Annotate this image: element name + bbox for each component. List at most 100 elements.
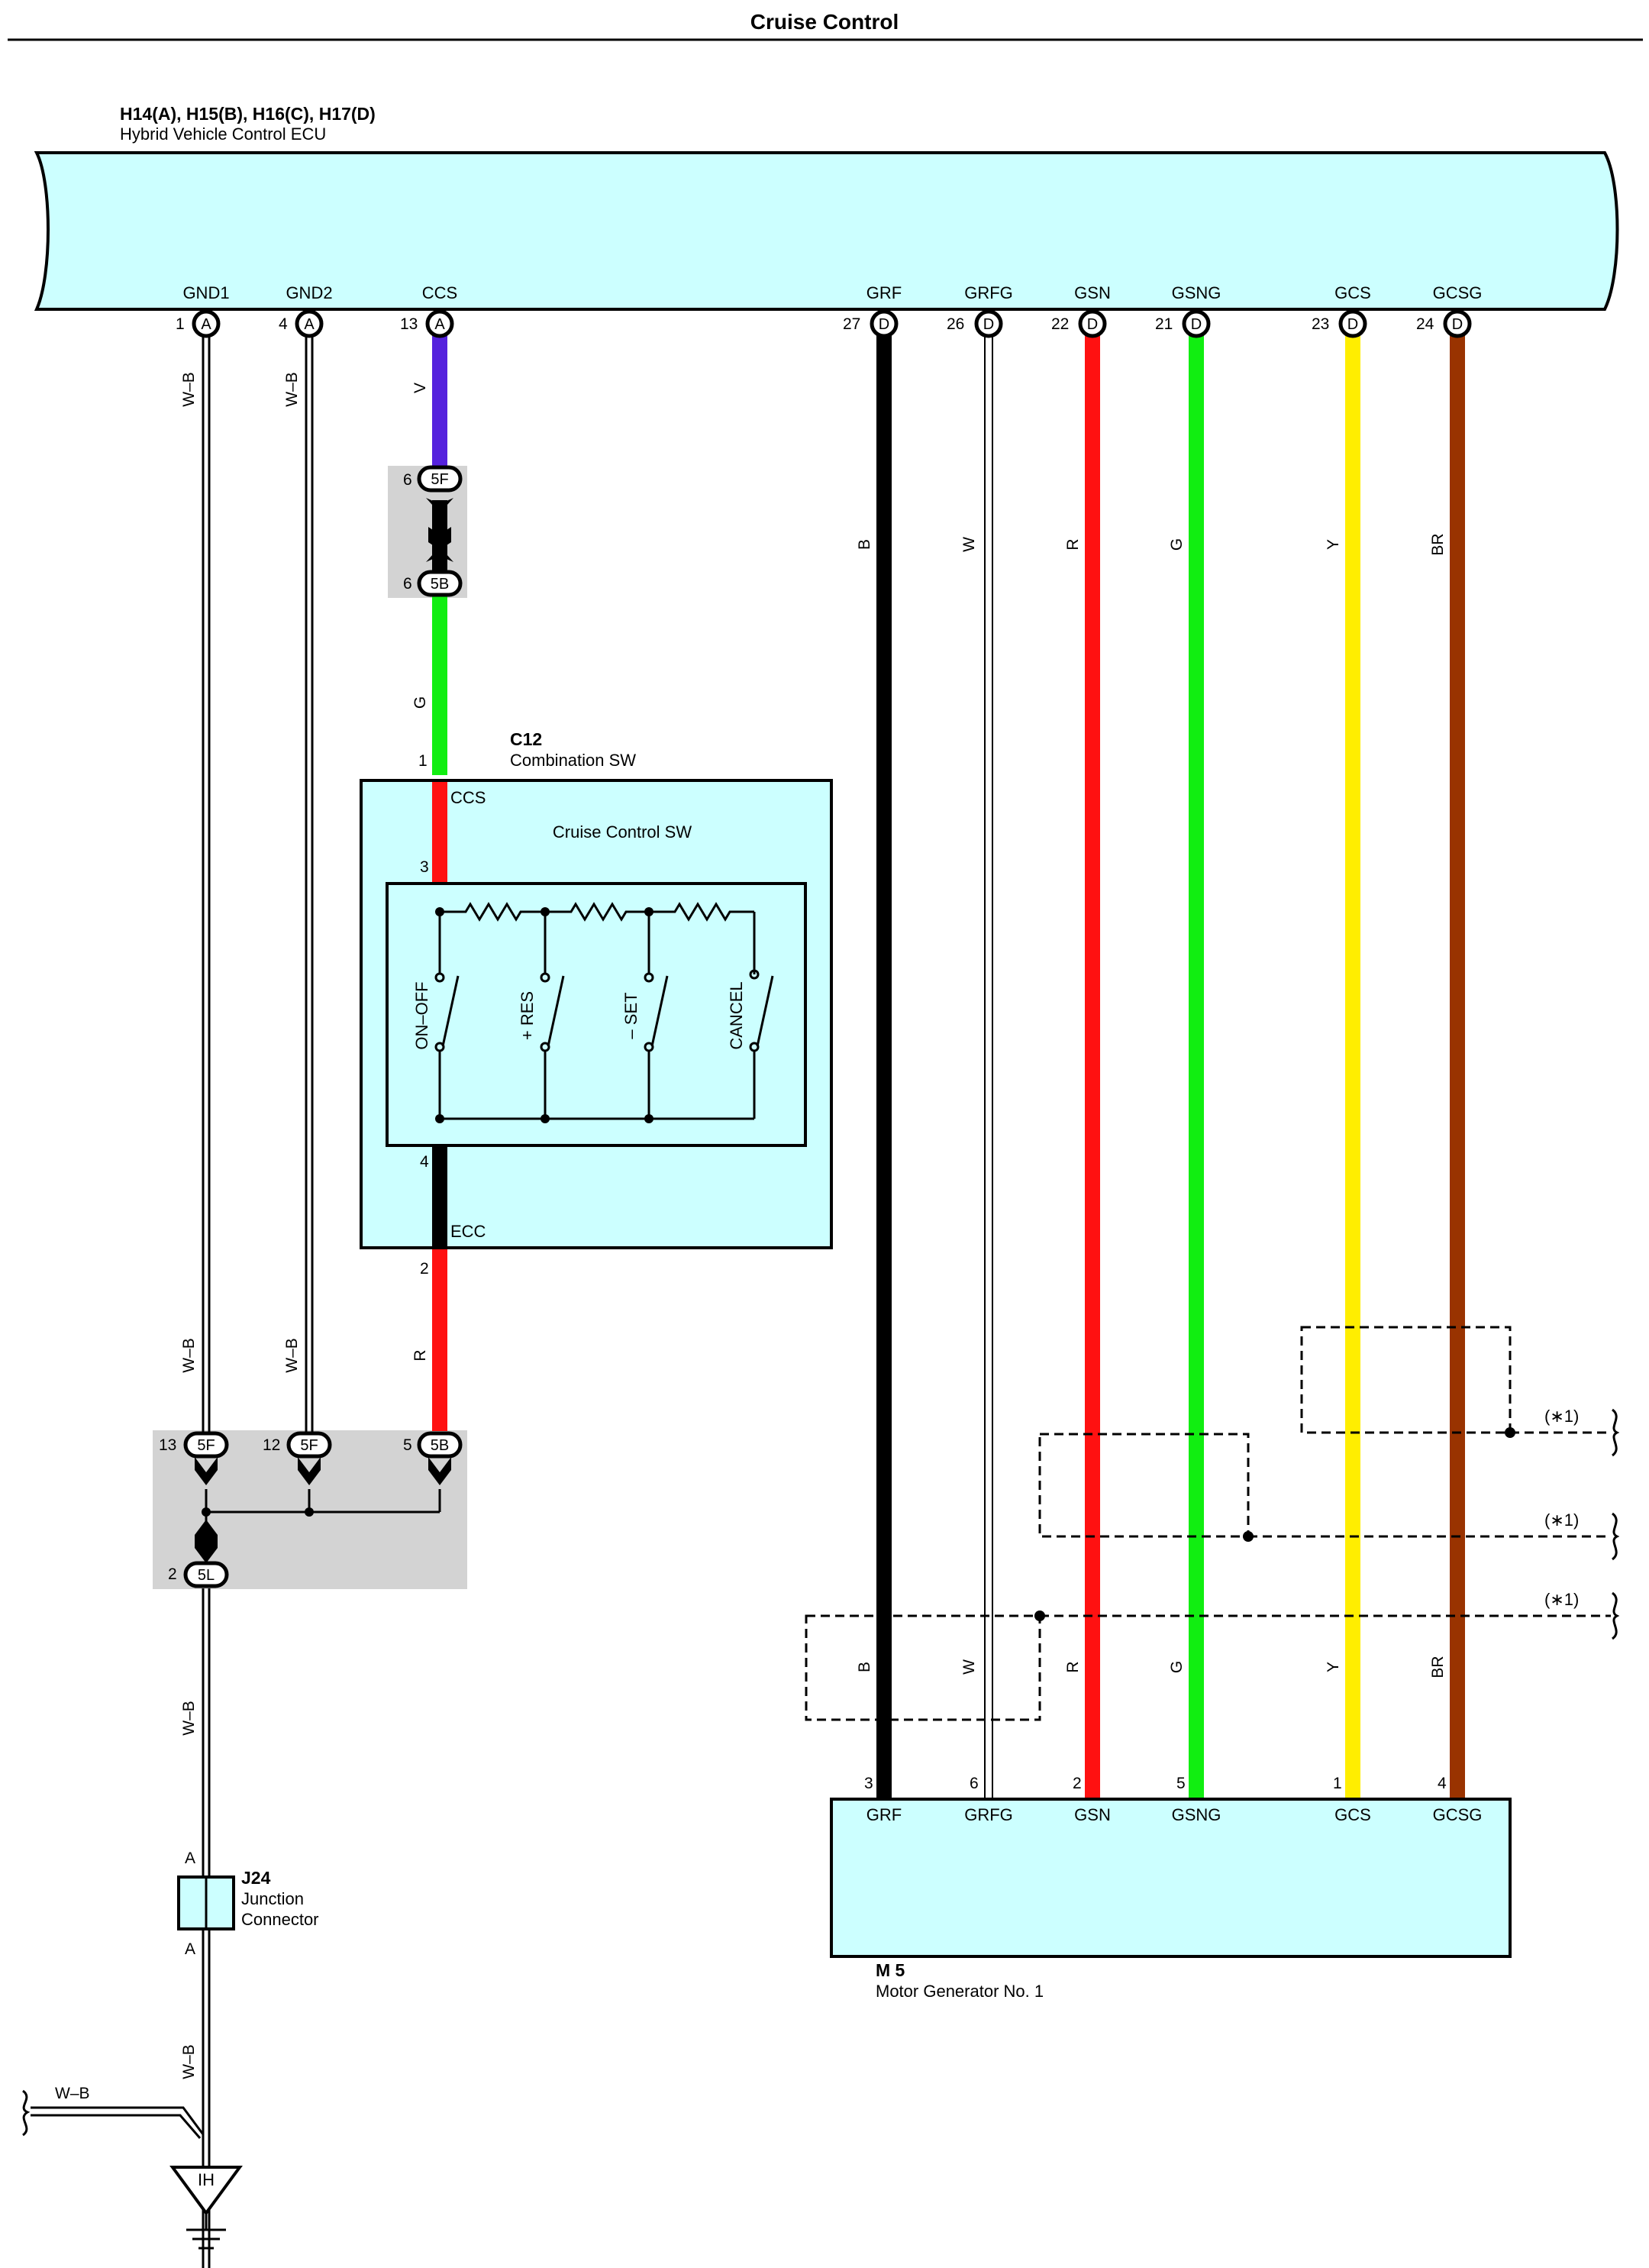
- wire-label-gnd2-mid: W–B: [283, 1338, 301, 1373]
- svg-text:5F: 5F: [431, 471, 448, 488]
- ecu-terminal-gsng: GSNG: [1172, 283, 1221, 302]
- ecu-pin-gsng: 21: [1155, 315, 1173, 333]
- shield-break-marks: [1611, 1408, 1620, 1640]
- svg-text:D: D: [983, 316, 994, 333]
- wire-label-ccs-red-lower: R: [411, 1349, 429, 1361]
- inline-pin-j4: 2: [168, 1565, 177, 1583]
- inline-connector-badge-c1: 5F: [417, 465, 463, 493]
- motor-gen-body: [830, 1798, 1512, 1958]
- mg-pin-grf: 3: [864, 1775, 873, 1792]
- mg-pin-gcsg: 4: [1438, 1775, 1447, 1792]
- switch-label-cancel: CANCEL: [727, 981, 746, 1049]
- switch-label-on-off: ON–OFF: [412, 981, 431, 1049]
- ecu-pin-grf: 27: [843, 315, 860, 333]
- mg-pin-gsn: 2: [1073, 1775, 1082, 1792]
- wire-label-gnd-lower1: W–B: [180, 1701, 198, 1736]
- svg-text:A: A: [434, 316, 445, 333]
- wire-gsn: [1085, 334, 1100, 1801]
- ecu-terminal-gnd1: GND1: [182, 283, 229, 302]
- wire-ccs-black-in-sw: [432, 1145, 447, 1246]
- wire-label-grfg-lower: W: [960, 1659, 978, 1675]
- mg-terminal-grf: GRF: [866, 1805, 902, 1824]
- shield-note-3: (∗1): [1544, 1590, 1579, 1609]
- combo-sw-term-ccs: CCS: [450, 788, 486, 807]
- svg-text:A: A: [304, 316, 315, 333]
- shield-dots: [1034, 1427, 1515, 1621]
- ground-icon: [169, 2166, 243, 2250]
- wire-ccs-violet: [432, 334, 447, 476]
- switch-label-set: – SET: [621, 992, 641, 1039]
- wire-label-gsng: G: [1168, 538, 1186, 551]
- ecu-connector-badge-gsng: D: [1182, 309, 1211, 338]
- inline-connector-badge-j1: 5F: [183, 1431, 229, 1459]
- svg-text:5F: 5F: [197, 1437, 215, 1454]
- ecu-name: Hybrid Vehicle Control ECU: [120, 124, 326, 144]
- ecu-terminal-ccs: CCS: [422, 283, 457, 302]
- mg-pin-grfg: 6: [970, 1775, 979, 1792]
- wire-label-grf: B: [856, 539, 873, 550]
- combo-sw-body: [360, 779, 833, 1249]
- ground-label: IH: [198, 2170, 215, 2189]
- inline-connector-badge-j4: 5L: [183, 1561, 229, 1588]
- ecu-pin-gcsg: 24: [1416, 315, 1434, 333]
- ecu-code: H14(A), H15(B), H16(C), H17(D): [120, 104, 376, 124]
- svg-text:D: D: [1347, 316, 1358, 333]
- motor-gen-code: M 5: [876, 1960, 905, 1980]
- ecu-connector-badge-grf: D: [870, 309, 899, 338]
- svg-text:5B: 5B: [431, 1437, 449, 1454]
- combo-sw-pin-1: 1: [418, 752, 428, 770]
- inline-connector-5f-5b: [426, 498, 453, 580]
- inline-connector-badge-c2: 5B: [417, 570, 463, 597]
- ecu-connector-badge-gcs: D: [1338, 309, 1367, 338]
- wire-label-grfg: W: [960, 537, 978, 552]
- wire-gnd2: [305, 334, 314, 1443]
- wire-label-gsn-lower: R: [1064, 1661, 1082, 1672]
- ecu-terminal-grf: GRF: [866, 283, 902, 302]
- inline-connector-badge-j3: 5B: [417, 1431, 463, 1459]
- motor-gen-name: Motor Generator No. 1: [876, 1982, 1044, 2001]
- ecu-body: [34, 151, 1619, 311]
- ecu-connector-badge-gsn: D: [1078, 309, 1107, 338]
- wire-label-gsng-lower: G: [1168, 1661, 1186, 1673]
- wire-label-gsn: R: [1064, 538, 1082, 550]
- shield-note-1: (∗1): [1544, 1407, 1579, 1426]
- junction-pin-top: A: [185, 1850, 195, 1867]
- svg-text:5B: 5B: [431, 576, 449, 593]
- wire-label-gcsg-lower: BR: [1429, 1656, 1447, 1678]
- wire-ground-branch: [21, 2089, 205, 2139]
- shields: [805, 1326, 1611, 1721]
- wire-gcsg: [1450, 334, 1465, 1801]
- wire-label-ground-branch: W–B: [55, 2085, 90, 2102]
- combo-sw-pin-3: 3: [420, 858, 429, 876]
- switch-label-res: + RES: [518, 991, 537, 1040]
- mg-terminal-grfg: GRFG: [964, 1805, 1013, 1824]
- inline-pin-j1: 13: [159, 1436, 176, 1454]
- wire-label-gcs: Y: [1325, 539, 1342, 550]
- wire-label-ccs-green: G: [411, 696, 429, 709]
- wire-label-gnd1-top: W–B: [180, 372, 198, 407]
- mg-terminal-gcs: GCS: [1334, 1805, 1371, 1824]
- svg-text:5F: 5F: [300, 1437, 318, 1454]
- cruise-sw-circuit: [434, 902, 774, 1120]
- ecu-terminal-gnd2: GND2: [286, 283, 332, 302]
- combo-sw-pin-4: 4: [420, 1153, 429, 1171]
- svg-text:A: A: [201, 316, 211, 333]
- combo-sw-code: C12: [510, 729, 542, 749]
- wire-label-gnd1-mid: W–B: [180, 1338, 198, 1373]
- wire-label-gnd2-top: W–B: [283, 372, 301, 407]
- svg-text:5L: 5L: [198, 1567, 215, 1584]
- inline-pin-j2: 12: [263, 1436, 280, 1454]
- junction-name-2: Connector: [241, 1910, 319, 1929]
- ecu-terminal-gsn: GSN: [1074, 283, 1111, 302]
- svg-text:D: D: [1452, 316, 1463, 333]
- ecu-pin-gsn: 22: [1051, 315, 1069, 333]
- inline-pin-c1: 6: [403, 471, 412, 489]
- mg-terminal-gsng: GSNG: [1172, 1805, 1221, 1824]
- inline-pin-j3: 5: [403, 1436, 412, 1454]
- ecu-terminal-gcsg: GCSG: [1433, 283, 1483, 302]
- ecu-connector-badge-ccs: A: [425, 309, 454, 338]
- inline-pin-c2: 6: [403, 575, 412, 593]
- junction-arrows: [195, 1457, 451, 1563]
- combo-sw-term-ecc: ECC: [450, 1222, 486, 1241]
